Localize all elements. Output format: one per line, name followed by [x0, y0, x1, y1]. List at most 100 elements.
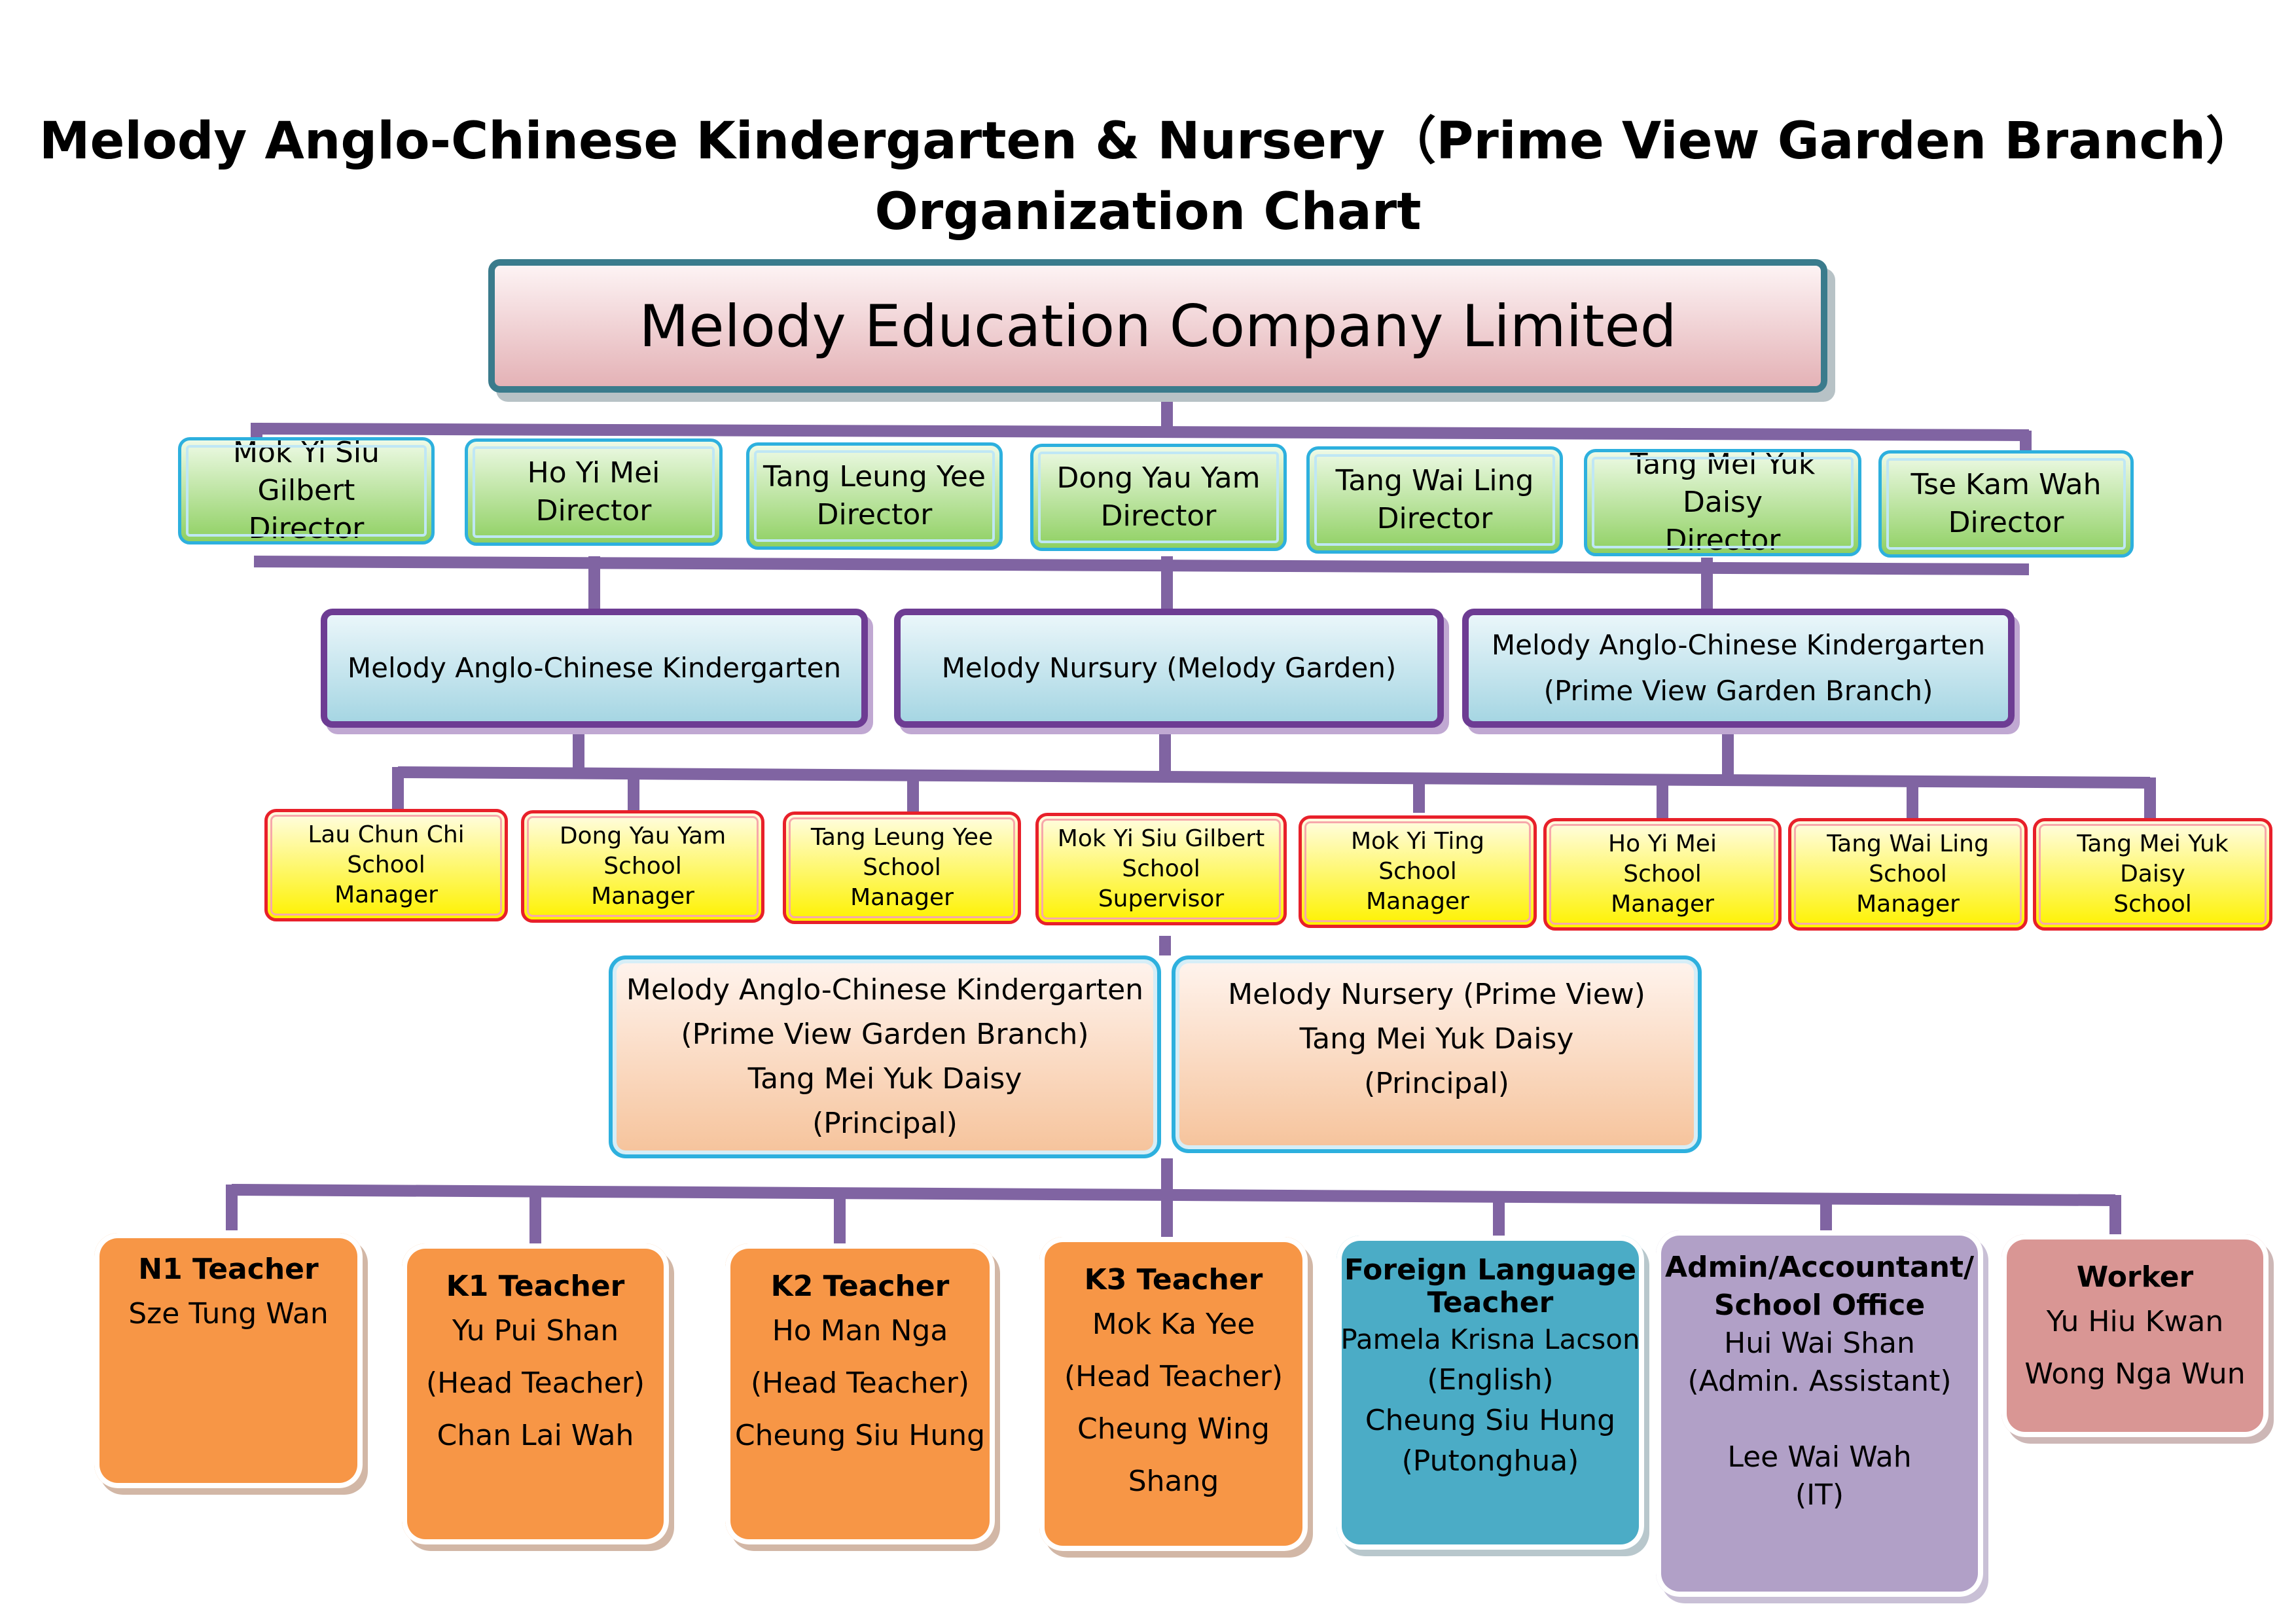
- staff-line: (Admin. Assistant): [1687, 1364, 1952, 1398]
- director-box: Tang Leung Yee Director: [746, 442, 1003, 550]
- principal-box: Melody Anglo-Chinese Kindergarten (Prime…: [609, 955, 1161, 1158]
- manager-line: School: [1869, 861, 1947, 887]
- manager-box: Tang Wai Ling School Manager: [1788, 818, 2028, 931]
- staff-heading: School Office: [1713, 1289, 1926, 1322]
- manager-title: Manager: [591, 883, 694, 910]
- manager-name: Tang Leung Yee: [810, 824, 994, 851]
- director-role: Director: [816, 498, 933, 531]
- manager-line: School: [347, 851, 425, 878]
- school-box: Melody Nursury (Melody Garden): [894, 609, 1444, 728]
- principal-line: Tang Mei Yuk Daisy: [1299, 1022, 1574, 1056]
- staff-line: Lee Wai Wah: [1727, 1440, 1912, 1474]
- school-name: Melody Anglo-Chinese Kindergarten: [347, 652, 842, 684]
- director-name: Tang Wai Ling: [1335, 464, 1534, 497]
- principal-box: Melody Nursery (Prime View) Tang Mei Yuk…: [1172, 955, 1702, 1153]
- principal-line: Melody Nursery (Prime View): [1228, 978, 1645, 1011]
- school-branch: (Prime View Garden Branch): [1543, 675, 1933, 707]
- manager-name: Tang Mei Yuk: [2077, 830, 2229, 857]
- staff-line: Yu Hiu Kwan: [2046, 1305, 2224, 1338]
- school-box: Melody Anglo-Chinese Kindergarten: [321, 609, 868, 728]
- director-box: Tang Mei Yuk Daisy Director: [1584, 448, 1861, 557]
- director-name: Dong Yau Yam: [1056, 461, 1261, 495]
- director-box: Tang Wai Ling Director: [1306, 446, 1563, 554]
- staff-box-k3: K3 Teacher Mok Ka Yee (Head Teacher) Che…: [1039, 1237, 1308, 1551]
- director-role: Director: [535, 494, 652, 527]
- staff-heading: N1 Teacher: [138, 1253, 319, 1286]
- director-name: Tang Leung Yee: [762, 460, 986, 493]
- staff-line: Wong Nga Wun: [2024, 1357, 2246, 1391]
- director-role: Director: [248, 512, 365, 545]
- manager-name: Mok Yi Siu Gilbert: [1057, 825, 1265, 852]
- manager-line: School: [1378, 858, 1457, 885]
- manager-line: School: [1122, 855, 1200, 882]
- chart-subtitle: Organization Chart: [874, 183, 1422, 241]
- director-role: Director: [1376, 502, 1493, 535]
- manager-title: Manager: [1366, 888, 1469, 915]
- staff-line: (Head Teacher): [425, 1366, 645, 1400]
- director-name: Ho Yi Mei: [527, 456, 660, 490]
- supervisor-box: Mok Yi Siu Gilbert School Supervisor: [1035, 813, 1287, 925]
- manager-box: Dong Yau Yam School Manager: [521, 810, 764, 923]
- company-name: Melody Education Company Limited: [639, 292, 1677, 360]
- staff-line: Cheung Wing: [1077, 1412, 1270, 1446]
- staff-line: Chan Lai Wah: [437, 1419, 634, 1452]
- director-box: Ho Yi Mei Director: [465, 438, 723, 546]
- director-box: Tse Kam Wah Director: [1878, 450, 2134, 558]
- staff-heading: Admin/Accountant/: [1664, 1251, 1975, 1284]
- principal-line: Tang Mei Yuk Daisy: [747, 1062, 1022, 1096]
- director-role: Director: [1100, 499, 1217, 533]
- manager-box: Lau Chun Chi School Manager: [264, 809, 508, 921]
- staff-line: (English): [1427, 1363, 1554, 1397]
- manager-line: School: [1623, 861, 1702, 887]
- principal-line: (Prime View Garden Branch): [681, 1018, 1089, 1051]
- manager-box: Tang Leung Yee School Manager: [783, 812, 1021, 924]
- staff-box-foreign-language: Foreign Language Teacher Pamela Krisna L…: [1336, 1236, 1644, 1550]
- manager-name: Lau Chun Chi: [308, 821, 465, 848]
- staff-line: (Putonghua): [1401, 1444, 1579, 1478]
- school-name: Melody Nursury (Melody Garden): [941, 652, 1397, 684]
- manager-box: Ho Yi Mei School Manager: [1543, 818, 1782, 931]
- staff-line: Sze Tung Wan: [128, 1297, 329, 1330]
- staff-heading: Worker: [2076, 1260, 2194, 1294]
- staff-line: Shang: [1128, 1465, 1219, 1498]
- staff-line: Ho Man Nga: [772, 1314, 948, 1347]
- principal-line: Melody Anglo-Chinese Kindergarten: [626, 973, 1144, 1007]
- staff-box-k1: K1 Teacher Yu Pui Shan (Head Teacher) Ch…: [402, 1243, 669, 1544]
- staff-heading: K3 Teacher: [1084, 1263, 1263, 1296]
- manager-name: Tang Wai Ling: [1827, 830, 1989, 857]
- staff-line: Cheung Siu Hung: [1365, 1404, 1616, 1437]
- staff-box-n1: N1 Teacher Sze Tung Wan: [94, 1233, 363, 1488]
- staff-line: (IT): [1795, 1478, 1844, 1512]
- staff-heading: Foreign Language: [1344, 1253, 1637, 1287]
- staff-box-k2: K2 Teacher Ho Man Nga (Head Teacher) Che…: [725, 1243, 995, 1544]
- director-box: Dong Yau Yam Director: [1030, 444, 1287, 551]
- director-name: Tse Kam Wah: [1910, 468, 2102, 501]
- manager-title: Manager: [1856, 891, 1960, 918]
- manager-box: Tang Mei Yuk Daisy School: [2033, 818, 2272, 931]
- manager-line: School: [603, 853, 682, 880]
- manager-title: Manager: [334, 882, 438, 908]
- school-name: Melody Anglo-Chinese Kindergarten: [1491, 629, 1986, 661]
- manager-line: School: [863, 854, 941, 881]
- manager-name: Dong Yau Yam: [559, 823, 726, 849]
- company-box: Melody Education Company Limited: [488, 259, 1827, 393]
- staff-box-worker: Worker Yu Hiu Kwan Wong Nga Wun: [2001, 1234, 2269, 1437]
- manager-name: Mok Yi Ting: [1350, 828, 1485, 855]
- director-name: Tang Mei Yuk Daisy: [1630, 448, 1816, 519]
- manager-title: Manager: [850, 884, 954, 911]
- staff-line: Cheung Siu Hung: [734, 1419, 986, 1452]
- staff-box-admin: Admin/Accountant/ School Office Hui Wai …: [1656, 1230, 1983, 1597]
- director-box: Mok Yi Siu Gilbert Director: [178, 436, 435, 545]
- staff-line: (Head Teacher): [750, 1366, 970, 1400]
- principal-line: (Principal): [1364, 1067, 1509, 1100]
- director-role: Director: [1948, 506, 2064, 539]
- staff-line: Pamela Krisna Lacson: [1340, 1323, 1640, 1355]
- staff-heading: K1 Teacher: [446, 1270, 625, 1303]
- staff-heading: Teacher: [1427, 1286, 1554, 1319]
- principal-line: (Principal): [812, 1107, 958, 1140]
- chart-title: Melody Anglo-Chinese Kindergarten & Nurs…: [39, 112, 2257, 171]
- manager-title: Supervisor: [1098, 885, 1225, 912]
- manager-title: Manager: [1611, 891, 1714, 918]
- staff-heading: K2 Teacher: [770, 1270, 950, 1303]
